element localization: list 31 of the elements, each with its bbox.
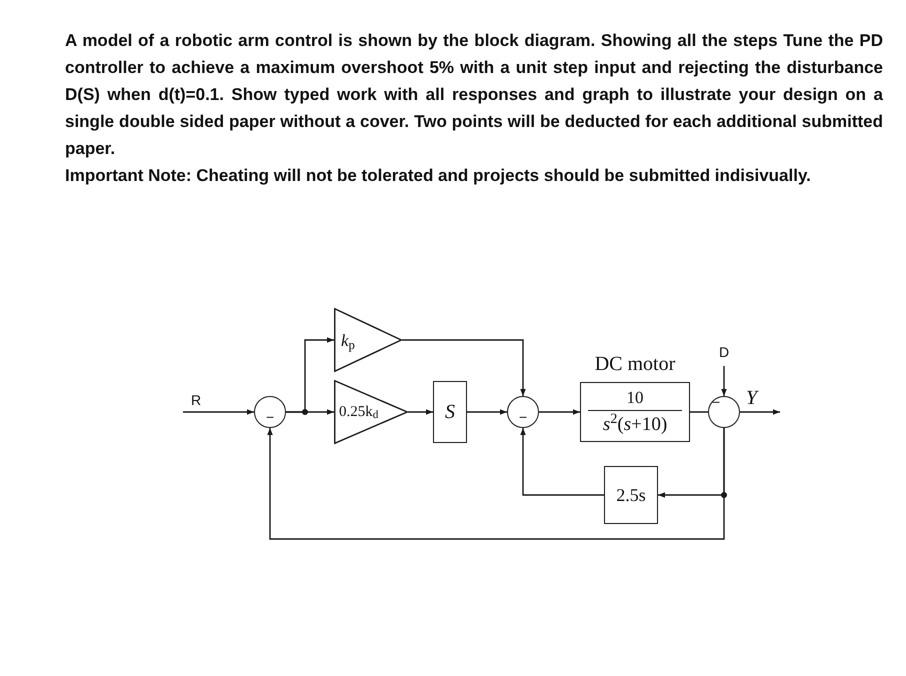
- gain-label: 0.25k$_{d}$: [339, 404, 378, 420]
- signal-label: R: [191, 392, 202, 408]
- denominator: s$^{2}$(s+10): [602, 414, 668, 436]
- signal-arrow: [740, 409, 780, 415]
- summing-junction: [254, 396, 286, 428]
- transfer-block: [433, 381, 467, 443]
- gain-block: [334, 308, 402, 372]
- transfer-block: [604, 466, 658, 524]
- transfer-function: 2.5s: [616, 486, 646, 504]
- signal-arrow: [520, 428, 604, 496]
- signal-arrow: [286, 409, 334, 415]
- summing-junction: [507, 396, 539, 428]
- signal-label: D: [719, 344, 730, 360]
- numerator: 10: [626, 388, 644, 407]
- problem-text: A model of a robotic arm control is shown by the block diagram. Showing all the steps Tune the PD controller to achieve a maximum overshoot 5% with a unit step input and rejecting the disturbance D(S) when d(t)=0.1. Show typed work with all responses and graph to illustrate your design on a single double sided paper without a cover. Two points will be deducted for each additional submitted paper.: [65, 30, 883, 160]
- minus-sign: −: [712, 397, 720, 407]
- transfer-function: S: [445, 402, 455, 422]
- signal-arrow: [467, 409, 507, 415]
- signal-arrow: [539, 409, 580, 415]
- minus-sign: −: [266, 412, 274, 422]
- signal-arrow: [402, 339, 526, 396]
- signal-arrow: [183, 409, 254, 415]
- signal-label: Y: [746, 388, 758, 408]
- problem-text: Important Note: Cheating will not be tolerated and projects should be submitted indisivually.: [65, 165, 812, 187]
- minus-sign: −: [519, 412, 528, 422]
- signal-line: [690, 411, 708, 413]
- signal-arrow: [408, 409, 433, 415]
- block-title: DC motor: [594, 352, 676, 377]
- gain-block: [334, 380, 408, 444]
- summing-junction: [708, 396, 740, 428]
- signal-arrow: [721, 366, 727, 396]
